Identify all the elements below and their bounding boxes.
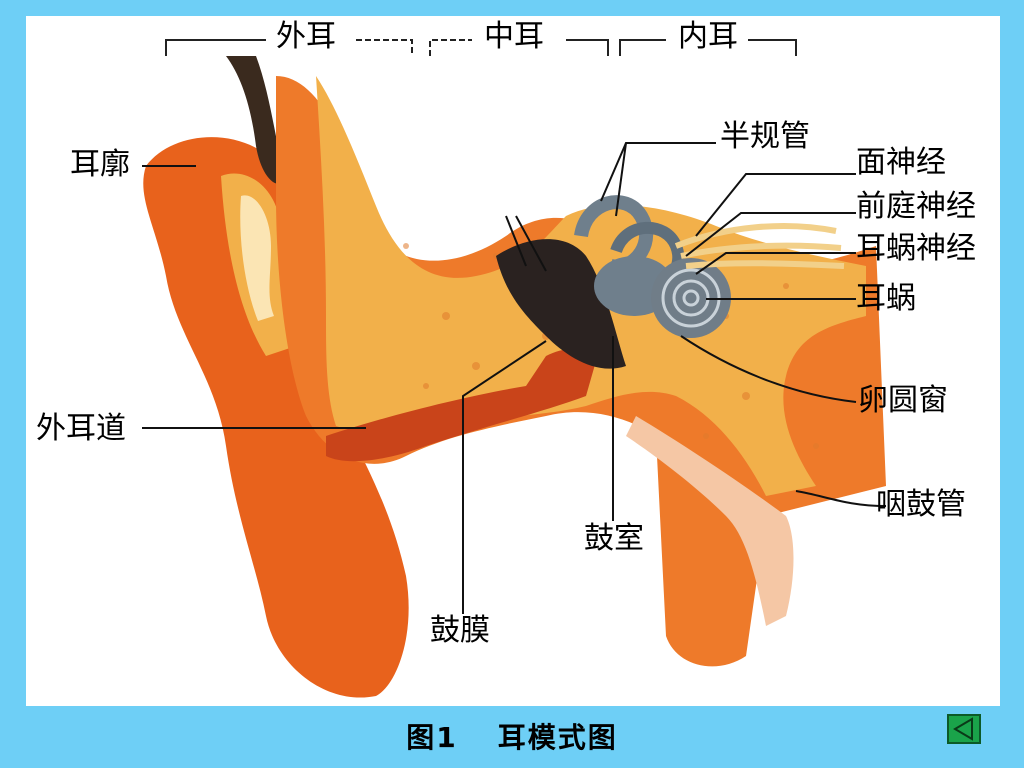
tympanic-cavity-shape <box>496 239 626 369</box>
region-brackets <box>165 39 797 56</box>
diagram-panel: 外耳 中耳 内耳 耳廓 半规管 面神经 前庭神经 耳蜗神经 耳蜗 卵圆窗 外耳道… <box>26 16 1000 706</box>
label-semicircular-canals: 半规管 <box>720 119 810 154</box>
auricle-shape <box>143 137 409 698</box>
figure-caption: 图1 耳模式图 <box>0 716 1024 756</box>
label-oval-window: 卵圆窗 <box>858 383 948 418</box>
label-auricle: 耳廓 <box>70 147 130 182</box>
label-eardrum: 鼓膜 <box>430 613 490 648</box>
label-eustachian-tube: 咽鼓管 <box>876 487 966 522</box>
leader-lines <box>142 142 887 614</box>
hair-tuft <box>226 56 286 185</box>
ear-anatomy-illustration <box>142 39 887 698</box>
eustachian-tube-shape <box>626 416 794 626</box>
nerve-bundle <box>674 223 845 269</box>
auricle-cartilage-inner <box>240 195 274 321</box>
label-vestibular-nerve: 前庭神经 <box>856 189 976 224</box>
ear-canal <box>326 349 596 462</box>
label-inner-ear: 内耳 <box>678 19 738 54</box>
back-button[interactable] <box>947 714 981 744</box>
label-cochlear-nerve: 耳蜗神经 <box>856 231 976 266</box>
label-facial-nerve: 面神经 <box>856 145 946 180</box>
inner-ear-structures <box>574 195 731 338</box>
label-cochlea: 耳蜗 <box>856 281 916 316</box>
label-outer-ear: 外耳 <box>276 19 336 54</box>
figure-number: 图1 <box>406 721 458 754</box>
label-ear-canal: 外耳道 <box>36 411 126 446</box>
triangle-left-icon <box>953 717 973 741</box>
label-middle-ear: 中耳 <box>484 19 544 54</box>
figure-title: 耳模式图 <box>497 721 618 754</box>
label-tympanic-cavity: 鼓室 <box>584 521 644 556</box>
